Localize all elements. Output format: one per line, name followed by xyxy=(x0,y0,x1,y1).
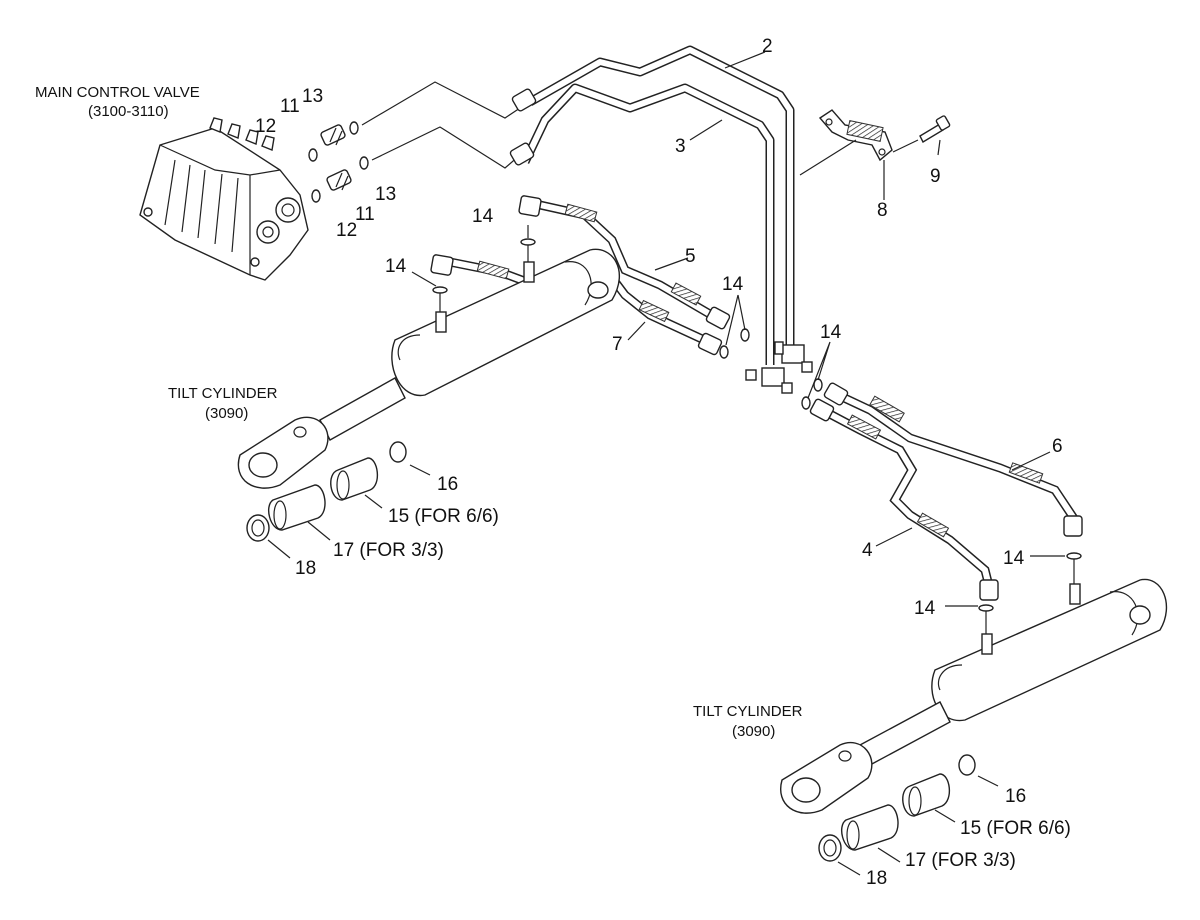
callout-2: 2 xyxy=(762,36,773,57)
callout-15-right: 15 (FOR 6/6) xyxy=(960,818,1071,839)
callout-18-left: 18 xyxy=(295,558,316,579)
rigid-tube-2 xyxy=(527,45,795,350)
tilt-cylinder-right xyxy=(780,578,1168,814)
callout-16-right: 16 xyxy=(1005,786,1026,807)
callout-13-lower: 13 xyxy=(375,184,396,205)
callout-8: 8 xyxy=(877,200,888,221)
main-valve-code: (3100-3110) xyxy=(88,103,169,120)
hose-6 xyxy=(823,382,1083,537)
callout-14-e: 14 xyxy=(1003,548,1025,569)
callout-14-d: 14 xyxy=(820,322,842,343)
hose-5 xyxy=(518,195,731,330)
callout-12-upper: 12 xyxy=(255,116,276,137)
callout-15-left: 15 (FOR 6/6) xyxy=(388,506,499,527)
callout-14-c: 14 xyxy=(722,274,744,295)
callout-6: 6 xyxy=(1052,436,1063,457)
callout-12-lower: 12 xyxy=(336,220,357,241)
main-valve-title: MAIN CONTROL VALVE xyxy=(35,84,200,101)
tilt-cylinder-left-title: TILT CYLINDER xyxy=(168,385,278,402)
clamp-bracket xyxy=(818,109,893,162)
tilt-cylinder-left xyxy=(237,248,621,489)
callout-11-lower: 11 xyxy=(355,204,375,225)
callout-5: 5 xyxy=(685,246,696,267)
fitting-set-lower xyxy=(311,156,369,203)
tilt-cylinder-right-code: (3090) xyxy=(732,723,775,740)
bolt xyxy=(919,115,951,143)
callout-17-right: 17 (FOR 3/3) xyxy=(905,850,1016,871)
tilt-cylinder-left-code: (3090) xyxy=(205,405,248,422)
callout-17-left: 17 (FOR 3/3) xyxy=(333,540,444,561)
callout-16-left: 16 xyxy=(437,474,458,495)
callout-3: 3 xyxy=(675,136,686,157)
callout-14-b: 14 xyxy=(385,256,407,277)
callout-14-f: 14 xyxy=(914,598,936,619)
main-control-valve xyxy=(139,117,309,281)
rigid-tube-3 xyxy=(520,83,775,365)
tilt-cylinder-right-title: TILT CYLINDER xyxy=(693,703,803,720)
callout-9: 9 xyxy=(930,166,941,187)
callout-4: 4 xyxy=(862,540,873,561)
callout-14-a: 14 xyxy=(472,206,494,227)
hose-4 xyxy=(809,398,999,601)
callout-11-upper: 11 xyxy=(280,96,300,117)
callout-7: 7 xyxy=(612,334,623,355)
callout-13-upper: 13 xyxy=(302,86,323,107)
callout-18-right: 18 xyxy=(866,868,887,889)
fitting-set-upper xyxy=(308,121,359,162)
